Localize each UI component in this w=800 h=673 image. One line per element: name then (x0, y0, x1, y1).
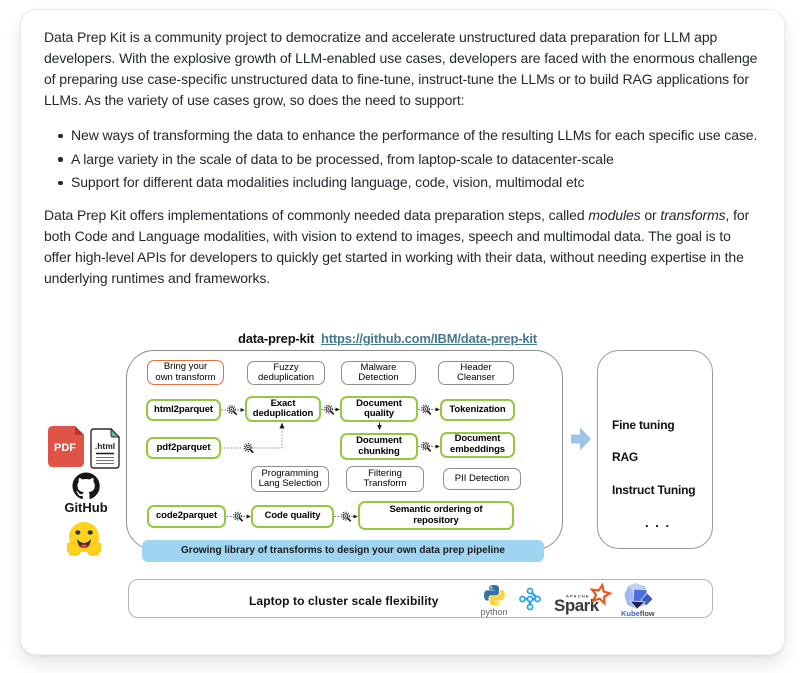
svg-text:.html: .html (95, 441, 115, 451)
svg-text:python: python (480, 607, 507, 617)
svg-text:Kubeflow: Kubeflow (621, 609, 655, 618)
svg-text:Spark: Spark (554, 596, 600, 615)
svg-text:APACHE: APACHE (566, 594, 590, 599)
svg-text:PDF: PDF (54, 442, 76, 454)
svg-text:GitHub: GitHub (64, 500, 107, 515)
